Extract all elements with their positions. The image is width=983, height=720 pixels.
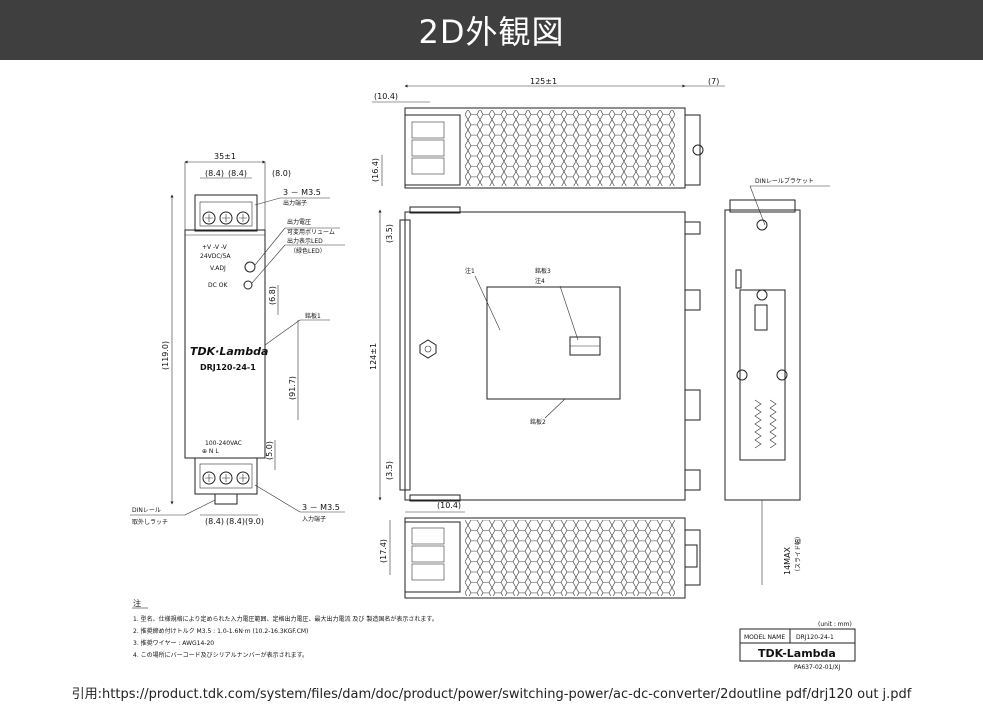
side-depth-dim: 125±1 [530, 77, 557, 86]
model-name-label: MODEL NAME [744, 634, 785, 641]
vadj-label: V.ADJ [210, 265, 226, 272]
led-icon [243, 280, 253, 290]
note-item-3: 3. 推奨ワイヤー : AWG14-20 [133, 639, 214, 647]
max-dim: 14MAX [783, 546, 792, 575]
din-bracket-label: DINレールブラケット [755, 177, 814, 185]
front-dim-6-8: (6.8) [268, 286, 277, 305]
note4-label: 注4 [535, 277, 545, 285]
front-subdim-3: (8.0) [272, 169, 291, 178]
front-dim-5-0: (5.0) [265, 441, 274, 460]
front-subdim-b3: (9.0) [245, 517, 264, 526]
vadj-knob-icon [244, 261, 256, 273]
led-callout: 出力表示LED [287, 237, 323, 245]
front-subdim-1: (8.4) [205, 169, 224, 178]
vadj-callout-2: 可変用ボリューム [287, 228, 335, 236]
notes: 注 1. 型名、仕様規格により定められた入力電圧範囲、定格出力電圧、最大出力電流… [132, 598, 438, 659]
nameplate1-callout: 銘板1 [305, 312, 321, 320]
bottom-dim: (10.4) [437, 501, 461, 510]
nameplate2-label: 銘板2 [530, 418, 546, 426]
front-height-dim: (119.0) [161, 341, 170, 370]
output-terminal-note: 出力端子 [283, 199, 307, 207]
output-rating: 24VDC/5A [200, 253, 231, 260]
title-brand: TDK-Lambda [758, 647, 836, 660]
side-extra-dim: (7) [708, 77, 719, 86]
side-view: 124±1 (3.5) (3.5) 注1 銘板3 注4 銘板2 [369, 206, 701, 502]
front-width-dim: 35±1 [214, 152, 236, 161]
outline-drawing: +V -V -V 24VDC/5A V.ADJ DC OK TDK·Lambda… [0, 60, 983, 680]
top-dim: (10.4) [374, 92, 398, 101]
dim-3-5-a: (3.5) [385, 224, 394, 243]
note1-label: 注1 [465, 267, 475, 275]
front-brand: TDK·Lambda [190, 345, 268, 358]
dcok-label: DC OK [208, 282, 228, 289]
din-latch-callout: DINレール [132, 507, 161, 514]
front-subdim-2: (8.4) [228, 169, 247, 178]
unit-label: (unit : mm) [818, 621, 852, 628]
front-dim-91-7: (91.7) [288, 376, 297, 400]
rear-view: DINレールブラケット 14MAX （スライド幅） [724, 177, 830, 585]
input-terminal-note: 入力端子 [302, 515, 326, 523]
dim-17-4: (17.4) [379, 539, 388, 563]
output-terminal-labels: +V -V -V [202, 244, 228, 251]
output-terminal-callout: 3 － M3.5 [283, 188, 321, 197]
note-item-4: 4. この場所にバーコード及びシリアルナンバーが表示されます。 [133, 651, 308, 659]
dim-16-4: (16.4) [371, 158, 380, 182]
input-terminal-callout: 3 － M3.5 [302, 503, 340, 512]
title-block: (unit : mm) MODEL NAME DRJ120-24-1 TDK-L… [739, 621, 856, 671]
nameplate3-label: 銘板3 [535, 267, 551, 275]
top-view: 125±1 (7) (10.4) (16.4) [371, 77, 725, 189]
din-latch-callout-2: 取外しラッチ [132, 518, 168, 526]
input-terminal-labels: ⊕ N L [202, 448, 219, 455]
front-subdim-b2: (8.4) [226, 517, 245, 526]
page-title: 2D外観図 [0, 0, 983, 60]
input-rating: 100-240VAC [205, 440, 242, 447]
doc-number: PA637-02-01/XJ [794, 664, 841, 671]
front-model: DRJ120-24-1 [200, 363, 256, 372]
led-callout-2: （緑色LED） [290, 247, 326, 255]
note-item-1: 1. 型名、仕様規格により定められた入力電圧範囲、定格出力電圧、最大出力電流 及… [133, 615, 438, 623]
max-note: （スライド幅） [794, 533, 802, 575]
notes-heading: 注 [133, 598, 141, 608]
citation: 引用:https://product.tdk.com/system/files/… [71, 687, 912, 702]
dim-124: 124±1 [369, 343, 378, 370]
note-item-2: 2. 推奨締め付けトルク M3.5 : 1.0-1.6N·m (10.2-16.… [133, 627, 308, 635]
dim-3-5-b: (3.5) [385, 461, 394, 480]
front-view: +V -V -V 24VDC/5A V.ADJ DC OK TDK·Lambda… [130, 152, 345, 526]
front-subdim-b1: (8.4) [205, 517, 224, 526]
model-name-value: DRJ120-24-1 [796, 634, 834, 641]
bottom-view: (10.4) (17.4) [379, 501, 701, 599]
vadj-callout: 出力電圧 [287, 218, 311, 226]
